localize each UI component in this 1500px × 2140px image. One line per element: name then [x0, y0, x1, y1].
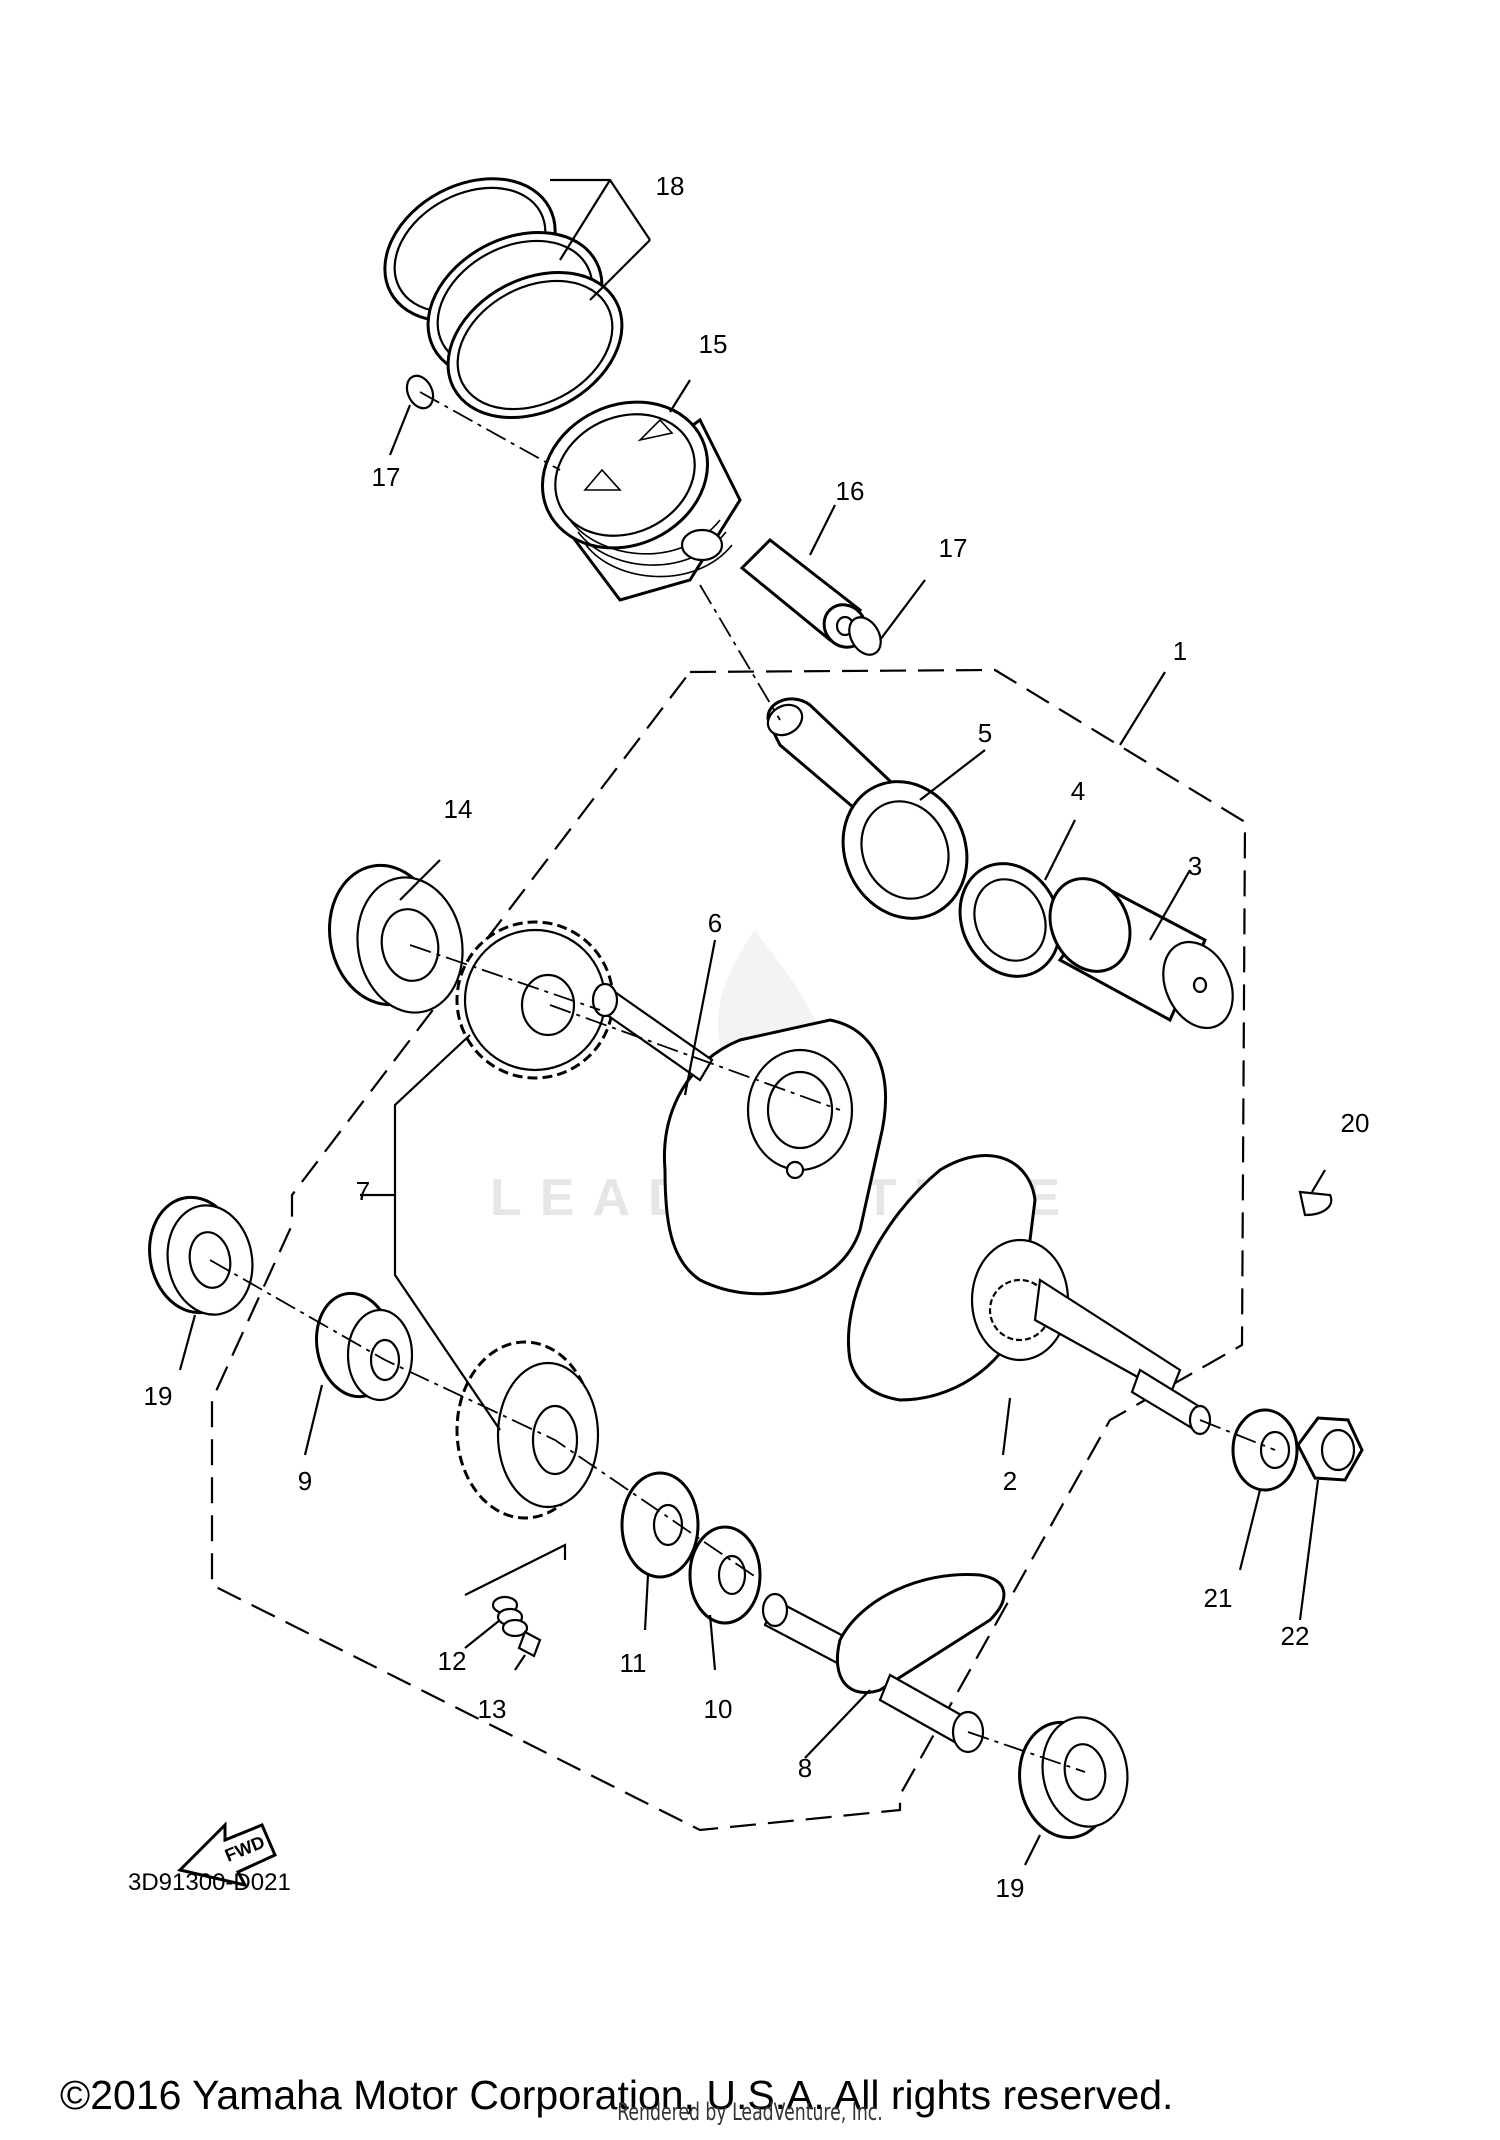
bearing-lower-left — [148, 1195, 254, 1316]
bearing-lower-right — [1018, 1716, 1129, 1840]
callout-11: 11 — [620, 1648, 647, 1678]
callout-9: 9 — [298, 1466, 312, 1496]
callout-22: 22 — [1281, 1621, 1310, 1651]
callout-15: 15 — [699, 329, 728, 359]
drawing-code: 3D91300-D021 — [128, 1869, 291, 1896]
callout-7: 7 — [356, 1176, 370, 1206]
piston — [540, 400, 742, 602]
callout-5: 5 — [978, 718, 992, 748]
callout-21: 21 — [1204, 1583, 1233, 1613]
piston-pin — [739, 538, 868, 649]
washer-11 — [620, 1471, 700, 1579]
gear-upper — [455, 920, 615, 1080]
piston-rings — [383, 177, 624, 420]
callout-17-left: 17 — [372, 462, 401, 492]
washer-10 — [688, 1525, 762, 1625]
callout-16: 16 — [836, 476, 865, 506]
callout-20: 20 — [1341, 1108, 1370, 1138]
callout-8: 8 — [798, 1753, 812, 1783]
crank-pin — [1048, 877, 1234, 1030]
timing-hub — [315, 1291, 414, 1402]
pin — [517, 1630, 542, 1658]
callout-18: 18 — [656, 171, 685, 201]
callout-17-right: 17 — [939, 533, 968, 563]
leader-lines — [178, 178, 1326, 1866]
callout-13: 13 — [478, 1694, 507, 1724]
callout-1: 1 — [1173, 636, 1187, 666]
alignment-lines — [209, 391, 1276, 1773]
callout-12: 12 — [438, 1646, 467, 1676]
rendered-by-credit: Rendered by LeadVenture, Inc. — [617, 2098, 883, 2126]
callout-19-right: 19 — [996, 1873, 1025, 1903]
washer-21 — [1231, 1408, 1299, 1492]
callout-labels: 1 2 3 4 5 6 7 8 9 10 11 12 13 14 15 16 1… — [144, 171, 1370, 1903]
crankshaft-left-half — [591, 982, 888, 1296]
callout-10: 10 — [704, 1694, 733, 1724]
crankshaft-assembly-boundary — [210, 668, 1247, 1832]
fwd-arrow-icon: FWD — [177, 1821, 277, 1888]
nut-22 — [1296, 1416, 1364, 1482]
callout-3: 3 — [1188, 851, 1202, 881]
spring — [491, 1595, 529, 1638]
bearing-upper-left — [327, 863, 464, 1014]
balancer-shaft — [761, 1572, 1006, 1754]
circlip-right — [848, 616, 882, 656]
gear-lower — [455, 1340, 600, 1520]
callout-2: 2 — [1003, 1466, 1017, 1496]
callout-6: 6 — [708, 908, 722, 938]
callout-4: 4 — [1071, 776, 1085, 806]
callout-19-left: 19 — [144, 1381, 173, 1411]
crankshaft-right-half — [847, 1154, 1212, 1436]
connecting-rod — [766, 697, 969, 920]
copyright-notice: ©2016 Yamaha Motor Corporation, U.S.A. A… — [60, 2072, 1174, 2118]
callout-14: 14 — [444, 794, 473, 824]
woodruff-key — [1298, 1190, 1333, 1217]
